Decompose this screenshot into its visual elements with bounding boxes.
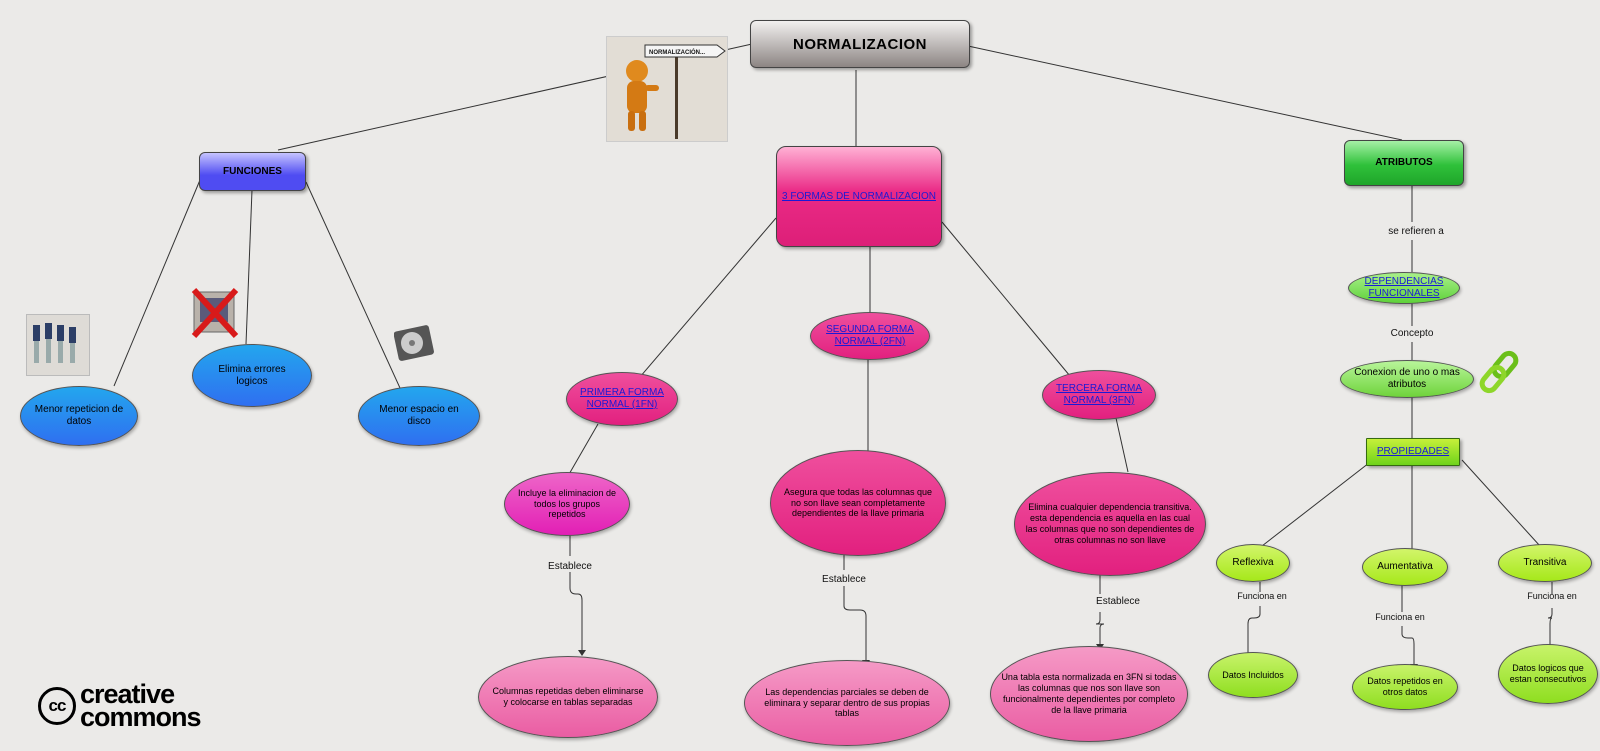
reflexiva-result[interactable]: Datos Incluidos	[1208, 652, 1298, 698]
chain-links-icon	[1478, 350, 1528, 396]
segunda-forma-result[interactable]: Las dependencias parciales se deben de e…	[744, 660, 950, 746]
atributos-edge-label: se refieren a	[1388, 226, 1444, 237]
root-node[interactable]: NORMALIZACION	[750, 20, 970, 68]
segunda-edge-label: Establece	[822, 574, 866, 585]
funciones-item-menor-repeticion[interactable]: Menor repeticion de datos	[20, 386, 138, 446]
primera-forma-desc[interactable]: Incluye la eliminacion de todos los grup…	[504, 472, 630, 536]
cc-badge: cc	[38, 687, 76, 725]
segunda-forma-node[interactable]: SEGUNDA FORMA NORMAL (2FN)	[810, 312, 930, 360]
funciones-title: FUNCIONES	[223, 166, 282, 177]
concepto-edge-label: Concepto	[1390, 328, 1434, 339]
tercera-forma-node[interactable]: TERCERA FORMA NORMAL (3FN)	[1042, 370, 1156, 420]
reflexiva-edge-label: Funciona en	[1237, 591, 1287, 601]
person-sign-icon: NORMALIZACIÓN...	[606, 36, 728, 142]
prop-reflexiva[interactable]: Reflexiva	[1216, 544, 1290, 582]
hard-disk-icon	[393, 324, 438, 364]
primera-forma-result[interactable]: Columnas repetidas deben eliminarse y co…	[478, 656, 658, 738]
funciones-node[interactable]: FUNCIONES	[199, 152, 306, 191]
error-cross-icon	[190, 286, 242, 340]
logo-line-2: commons	[80, 702, 202, 732]
tercera-forma-desc[interactable]: Elimina cualquier dependencia transitiva…	[1014, 472, 1206, 576]
tercera-edge-label: Establece	[1096, 596, 1140, 607]
formas-node[interactable]: 3 FORMAS DE NORMALIZACION	[776, 146, 942, 247]
usb-drives-icon	[26, 314, 90, 376]
funciones-item-menor-espacio[interactable]: Menor espacio en disco	[358, 386, 480, 446]
atributos-title: ATRIBUTOS	[1375, 157, 1433, 168]
transitiva-result[interactable]: Datos logicos que estan consecutivos	[1498, 644, 1598, 704]
segunda-forma-desc[interactable]: Asegura que todas las columnas que no so…	[770, 450, 946, 556]
tercera-forma-result[interactable]: Una tabla esta normalizada en 3FN si tod…	[990, 646, 1188, 742]
dependencias-node[interactable]: DEPENDENCIAS FUNCIONALES	[1348, 272, 1460, 304]
logo-line-1: creative	[80, 679, 175, 709]
funciones-item-elimina-errores[interactable]: Elimina errores logicos	[192, 344, 312, 407]
propiedades-node[interactable]: PROPIEDADES	[1366, 438, 1460, 466]
conexion-node[interactable]: Conexion de uno o mas atributos	[1340, 360, 1474, 398]
atributos-node[interactable]: ATRIBUTOS	[1344, 140, 1464, 186]
transitiva-edge-label: Funciona en	[1527, 591, 1577, 601]
primera-forma-node[interactable]: PRIMERA FORMA NORMAL (1FN)	[566, 372, 678, 426]
creative-commons-logo: cc creative commons	[38, 679, 248, 732]
sign-text: NORMALIZACIÓN...	[649, 48, 705, 56]
aumentativa-edge-label: Funciona en	[1375, 612, 1425, 622]
root-title: NORMALIZACION	[793, 35, 927, 53]
primera-edge-label: Establece	[548, 561, 592, 572]
prop-transitiva[interactable]: Transitiva	[1498, 544, 1592, 582]
aumentativa-result[interactable]: Datos repetidos en otros datos	[1352, 664, 1458, 710]
formas-title: 3 FORMAS DE NORMALIZACION	[782, 190, 936, 202]
prop-aumentativa[interactable]: Aumentativa	[1362, 548, 1448, 586]
